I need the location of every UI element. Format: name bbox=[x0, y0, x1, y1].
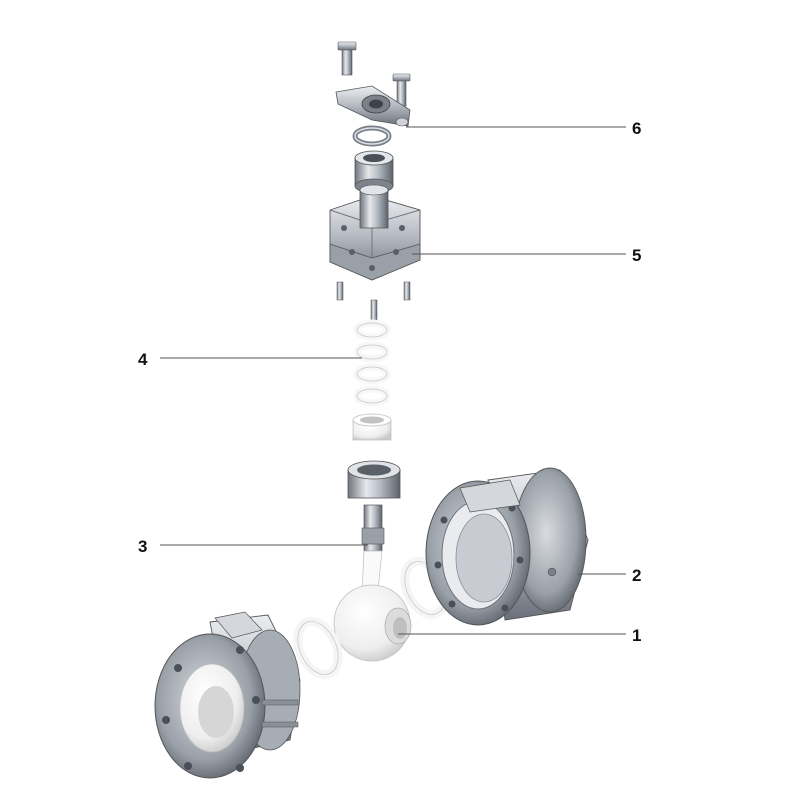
mounting-bracket bbox=[329, 184, 421, 281]
packing-rings bbox=[352, 319, 392, 441]
gland-nut-ring bbox=[347, 460, 401, 499]
callout-leaders bbox=[160, 126, 626, 635]
valve-body-right-half bbox=[425, 467, 589, 626]
callout-label-5: 5 bbox=[632, 246, 641, 265]
callout-label-2: 2 bbox=[632, 566, 641, 585]
callout-label-1: 1 bbox=[632, 626, 641, 645]
callout-label-6: 6 bbox=[632, 119, 641, 138]
callout-label-3: 3 bbox=[138, 537, 147, 556]
bracket-screws bbox=[336, 281, 411, 321]
callout-label-4: 4 bbox=[138, 350, 148, 369]
callout-labels: 1 2 3 4 5 6 bbox=[138, 119, 641, 645]
valve-body-left-half bbox=[154, 611, 301, 779]
valve-stem bbox=[361, 504, 385, 593]
gland-top-assembly bbox=[335, 41, 411, 147]
ptfe-ball bbox=[333, 584, 412, 662]
